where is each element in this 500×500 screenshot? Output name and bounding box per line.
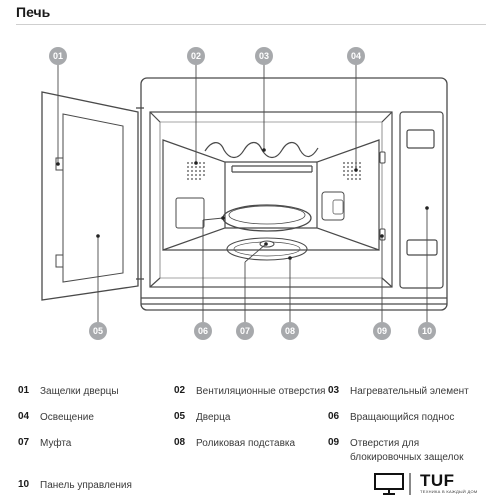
turntable [222, 204, 312, 232]
callout-badge-number: 02 [191, 51, 201, 61]
callout-badge-number: 05 [93, 326, 103, 336]
callout-badge-05: 05 [89, 322, 107, 340]
legend-number: 09 [328, 437, 340, 448]
legend-label: Вентиляционные отверстия [196, 386, 326, 397]
interlock-holes [379, 151, 386, 241]
legend-item: 03 Нагревательный элемент [328, 385, 469, 399]
oven-body [140, 77, 448, 311]
legend-number: 10 [18, 479, 30, 490]
callout-badge-number: 09 [377, 326, 387, 336]
door-latches [55, 157, 64, 268]
callout-badge-number: 10 [422, 326, 432, 336]
legend-item: 10 Панель управления [18, 479, 132, 493]
callout-badge-10: 10 [418, 322, 436, 340]
legend-row: 10 Панель управления [18, 479, 488, 499]
legend-label: Отверстия для блокировочных защелок [350, 437, 464, 465]
tuf-logo: TUF ТЕХНИКА В КАЖДЫЙ ДОМ [372, 471, 492, 496]
callout-badge-number: 08 [285, 326, 295, 336]
legend-number: 02 [174, 385, 186, 396]
legend-item: 06 Вращающийся поднос [328, 411, 454, 425]
callout-dots [56, 148, 429, 260]
legend-number: 08 [174, 437, 186, 448]
legend-item: 07 Муфта [18, 437, 71, 451]
legend-number: 03 [328, 385, 340, 396]
callout-badge-number: 01 [53, 51, 63, 61]
legend-label: Защелки дверцы [40, 386, 119, 397]
callout-badge-03: 03 [255, 47, 273, 65]
callout-badge-number: 04 [351, 51, 361, 61]
legend-label-line: блокировочных защелок [350, 452, 464, 463]
legend-item: 09 Отверстия для блокировочных защелок [328, 437, 464, 465]
legend-row: 01 Защелки дверцы 02 Вентиляционные отве… [18, 385, 488, 405]
legend-number: 06 [328, 411, 340, 422]
monitor-logo-icon [374, 473, 411, 495]
door [41, 91, 144, 301]
legend-label: Вращающийся поднос [350, 412, 455, 423]
callout-badge-number: 03 [259, 51, 269, 61]
legend-item: 02 Вентиляционные отверстия [174, 385, 325, 399]
legend-item: 04 Освещение [18, 411, 94, 425]
callout-badge-04: 04 [347, 47, 365, 65]
control-panel [399, 111, 444, 289]
legend-item: 01 Защелки дверцы [18, 385, 119, 399]
callout-badge-number: 07 [240, 326, 250, 336]
heating-element [204, 141, 319, 173]
legend-item: 05 Дверца [174, 411, 230, 425]
callout-badge-02: 02 [187, 47, 205, 65]
logo-wordmark: TUF [420, 471, 455, 490]
callout-badge-07: 07 [236, 322, 254, 340]
logo-tagline: ТЕХНИКА В КАЖДЫЙ ДОМ [420, 489, 478, 494]
legend-number: 04 [18, 411, 30, 422]
legend-label: Дверца [196, 412, 231, 423]
legend-number: 07 [18, 437, 30, 448]
callout-badge-06: 06 [194, 322, 212, 340]
legend-number: 05 [174, 411, 186, 422]
oven-diagram: 01 02 03 04 05 06 07 08 09 10 [41, 47, 448, 340]
legend-label-line: Отверстия для [350, 438, 420, 449]
legend-row: 07 Муфта 08 Роликовая подставка 09 Отвер… [18, 437, 488, 463]
oven-cavity [149, 111, 393, 288]
callout-badge-number: 06 [198, 326, 208, 336]
legend-label: Муфта [40, 438, 72, 449]
side-covers [175, 191, 345, 229]
legend-label: Нагревательный элемент [350, 386, 469, 397]
legend-item: 08 Роликовая подставка [174, 437, 295, 451]
legend-label: Освещение [40, 412, 94, 423]
legend-label: Роликовая подставка [196, 438, 296, 449]
callout-badge-08: 08 [281, 322, 299, 340]
callout-badge-01: 01 [49, 47, 67, 65]
page-title: Печь [16, 4, 51, 20]
vent-holes-right [343, 162, 361, 180]
legend-row: 04 Освещение 05 Дверца 06 Вращающийся по… [18, 411, 488, 431]
callout-badge-09: 09 [373, 322, 391, 340]
legend-number: 01 [18, 385, 30, 396]
callout-leaders [57, 62, 428, 322]
legend-label: Панель управления [40, 480, 132, 491]
title-divider [16, 24, 486, 25]
